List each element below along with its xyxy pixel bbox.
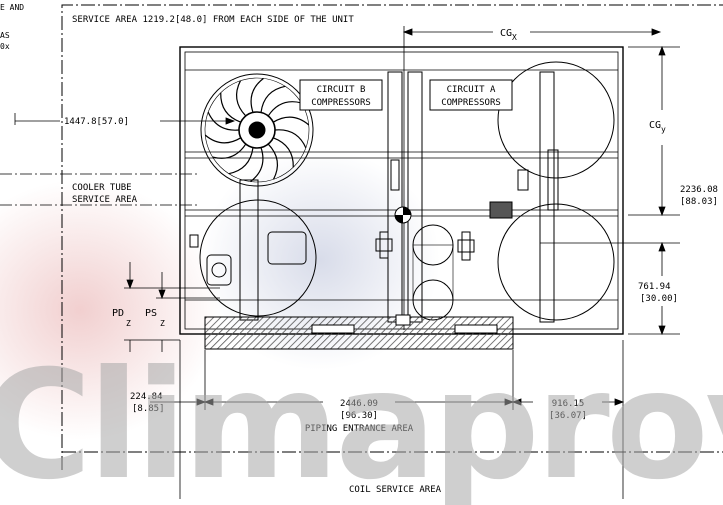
components	[189, 169, 529, 286]
service-area-boundary	[61, 4, 723, 470]
ps-label: PS	[145, 308, 157, 319]
bottom-center-inch: [96.30]	[340, 411, 378, 421]
fan-blade	[273, 137, 294, 168]
fan-blade	[204, 134, 242, 144]
cg-marker	[394, 206, 412, 224]
bottom-dimensions	[150, 340, 625, 499]
circuit-a-label-1: CIRCUIT A	[447, 85, 496, 95]
cgx-dimension	[402, 26, 662, 330]
bottom-left-inch: [8.85]	[132, 404, 165, 414]
cooler-tube-area	[0, 173, 200, 206]
fan-blade	[250, 77, 264, 113]
piping-hatch-details	[311, 314, 498, 334]
fan-blade	[212, 143, 247, 159]
bottom-right-inch: [36.07]	[549, 411, 587, 421]
fan-blade	[272, 116, 310, 126]
fan-blade	[250, 147, 264, 183]
cooler-tube-label-1: COOLER TUBE	[72, 183, 132, 193]
condenser-fan	[200, 73, 314, 187]
left-offset-dimension	[14, 113, 236, 125]
ps-sub: Z	[160, 319, 165, 328]
fan-blade	[235, 80, 247, 117]
left-offset-value: 1447.8[57.0]	[64, 117, 129, 127]
circuit-a-label-2: COMPRESSORS	[441, 98, 501, 108]
service-area-label: SERVICE AREA 1219.2[48.0] FROM EACH SIDE…	[72, 15, 354, 25]
fan-blade	[267, 143, 279, 180]
fan-blade	[220, 92, 241, 123]
circuit-a-box	[429, 79, 513, 111]
fan-blade	[260, 85, 286, 113]
bottom-center-value: 2446.09	[340, 399, 378, 409]
fan-blade	[267, 101, 302, 117]
circuit-b-box	[299, 79, 383, 111]
bottom-right-value: 916.15	[552, 399, 585, 409]
coil-service-label: COIL SERVICE AREA	[349, 485, 442, 495]
piping-entrance-label: PIPING ENTRANCE AREA	[305, 424, 414, 434]
fan-blade	[228, 147, 254, 175]
fan-blade	[207, 111, 240, 131]
right-dimensions	[540, 45, 680, 336]
cooler-tube-label-2: SERVICE AREA	[72, 195, 138, 205]
height-lower-value: 761.94	[638, 282, 671, 292]
watermark-text: Climaprove	[0, 345, 723, 505]
bottom-left-value: 224.84	[130, 392, 163, 402]
height-total-value: 2236.08	[680, 185, 718, 195]
cgy-label: CGy	[649, 120, 666, 134]
pd-label: PD	[112, 308, 124, 319]
vessels	[199, 61, 615, 321]
circuit-b-label-2: COMPRESSORS	[311, 98, 371, 108]
watermark-swoosh	[0, 150, 440, 440]
note-line-3: 0x	[0, 42, 10, 51]
fan-blade	[274, 129, 307, 149]
note-line-1: E AND	[0, 3, 24, 12]
cgx-label: CGX	[500, 28, 517, 42]
pd-ps-dimension	[124, 262, 220, 352]
pd-sub: Z	[126, 319, 131, 328]
height-lower-inch: [30.00]	[640, 294, 678, 304]
circuit-b-label-1: CIRCUIT B	[317, 85, 366, 95]
watermark: Climaprove	[0, 345, 723, 505]
note-line-2: AS	[0, 31, 10, 40]
height-total-inch: [88.03]	[680, 197, 718, 207]
